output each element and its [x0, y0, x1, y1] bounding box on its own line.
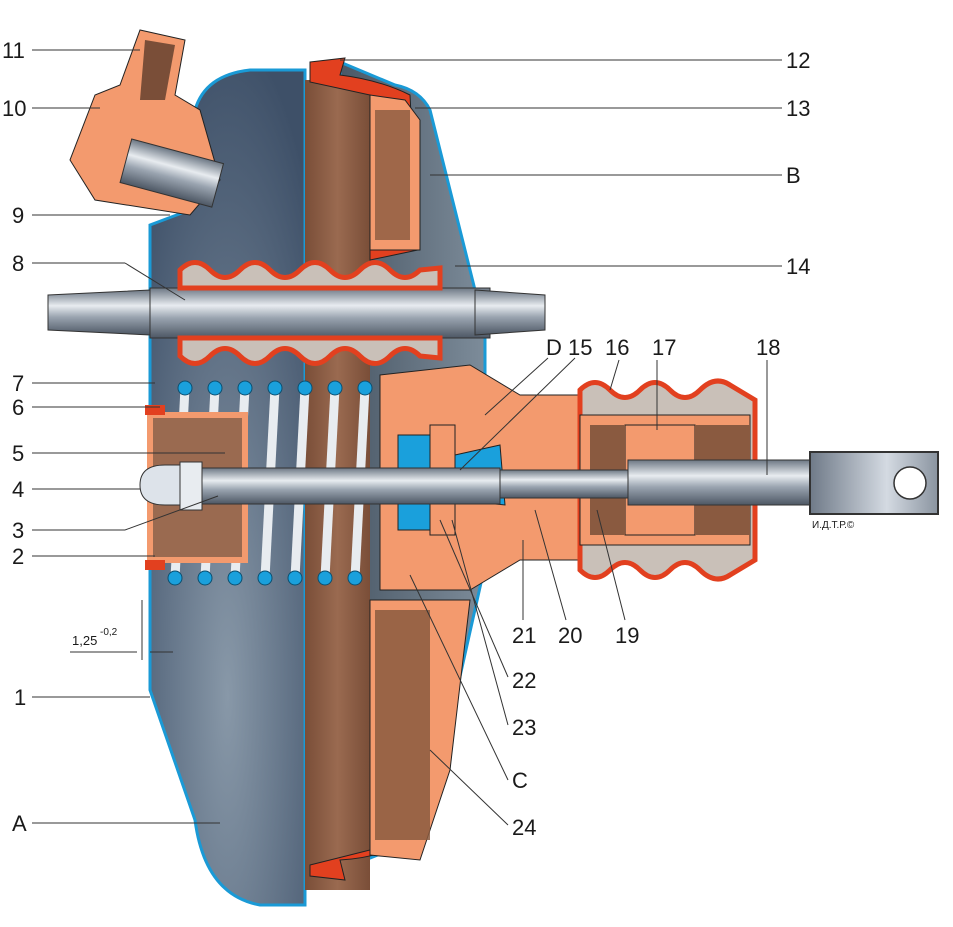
spring-coil-section: [317, 570, 333, 586]
label-18: 18: [756, 335, 780, 360]
spring-coil-section: [297, 380, 313, 396]
label-17: 17: [652, 335, 676, 360]
label-24: 24: [512, 815, 536, 840]
spring-coil-section: [287, 570, 303, 586]
diaphragm-body: [305, 57, 471, 890]
leader-lines: [32, 49, 782, 826]
label-14: 14: [786, 254, 810, 279]
label-8: 8: [12, 251, 24, 276]
label-16: 16: [605, 335, 629, 360]
label-4: 4: [12, 477, 24, 502]
spring-coil-section: [267, 380, 283, 396]
spring-coil-section: [227, 570, 243, 586]
dimension-tolerance: -0,2: [100, 627, 118, 638]
copyright-mark: И.Д.Т.Р.©: [812, 520, 855, 531]
label-1: 1: [14, 685, 26, 710]
label-a: A: [12, 811, 27, 836]
label-22: 22: [512, 668, 536, 693]
label-5: 5: [12, 441, 24, 466]
spring-coil-section: [257, 570, 273, 586]
label-3: 3: [12, 518, 24, 543]
label-20: 20: [558, 623, 582, 648]
pushrod-front: [139, 461, 501, 511]
label-15: 15: [568, 335, 592, 360]
label-12: 12: [786, 48, 810, 73]
label-23: 23: [512, 715, 536, 740]
label-19: 19: [615, 623, 639, 648]
spring-coil-section: [167, 570, 183, 586]
label-11: 11: [2, 38, 25, 63]
label-c: C: [512, 768, 528, 793]
spring-coil-section: [177, 380, 193, 396]
callout-labels: 11 10 9 8 7 6 5 4 3 2 1 A 12 13 B 14 D 1…: [2, 38, 855, 840]
pushrod-rear: [499, 451, 939, 515]
label-13: 13: [786, 96, 810, 121]
spring-coil-section: [347, 570, 363, 586]
label-10: 10: [2, 96, 26, 121]
check-valve: [69, 29, 225, 216]
stud-bolt: [47, 260, 546, 366]
spring-coil-section: [197, 570, 213, 586]
spring-coil-section: [327, 380, 343, 396]
label-2: 2: [12, 544, 24, 569]
label-6: 6: [12, 395, 24, 420]
spring-coil-section: [207, 380, 223, 396]
label-b: B: [786, 163, 801, 188]
label-21: 21: [512, 623, 536, 648]
label-d: D: [546, 335, 562, 360]
label-7: 7: [12, 371, 24, 396]
label-9: 9: [12, 203, 24, 228]
spring-coil-section: [237, 380, 253, 396]
spring-coil-section: [357, 380, 373, 396]
dimension-value: 1,25: [72, 633, 97, 648]
